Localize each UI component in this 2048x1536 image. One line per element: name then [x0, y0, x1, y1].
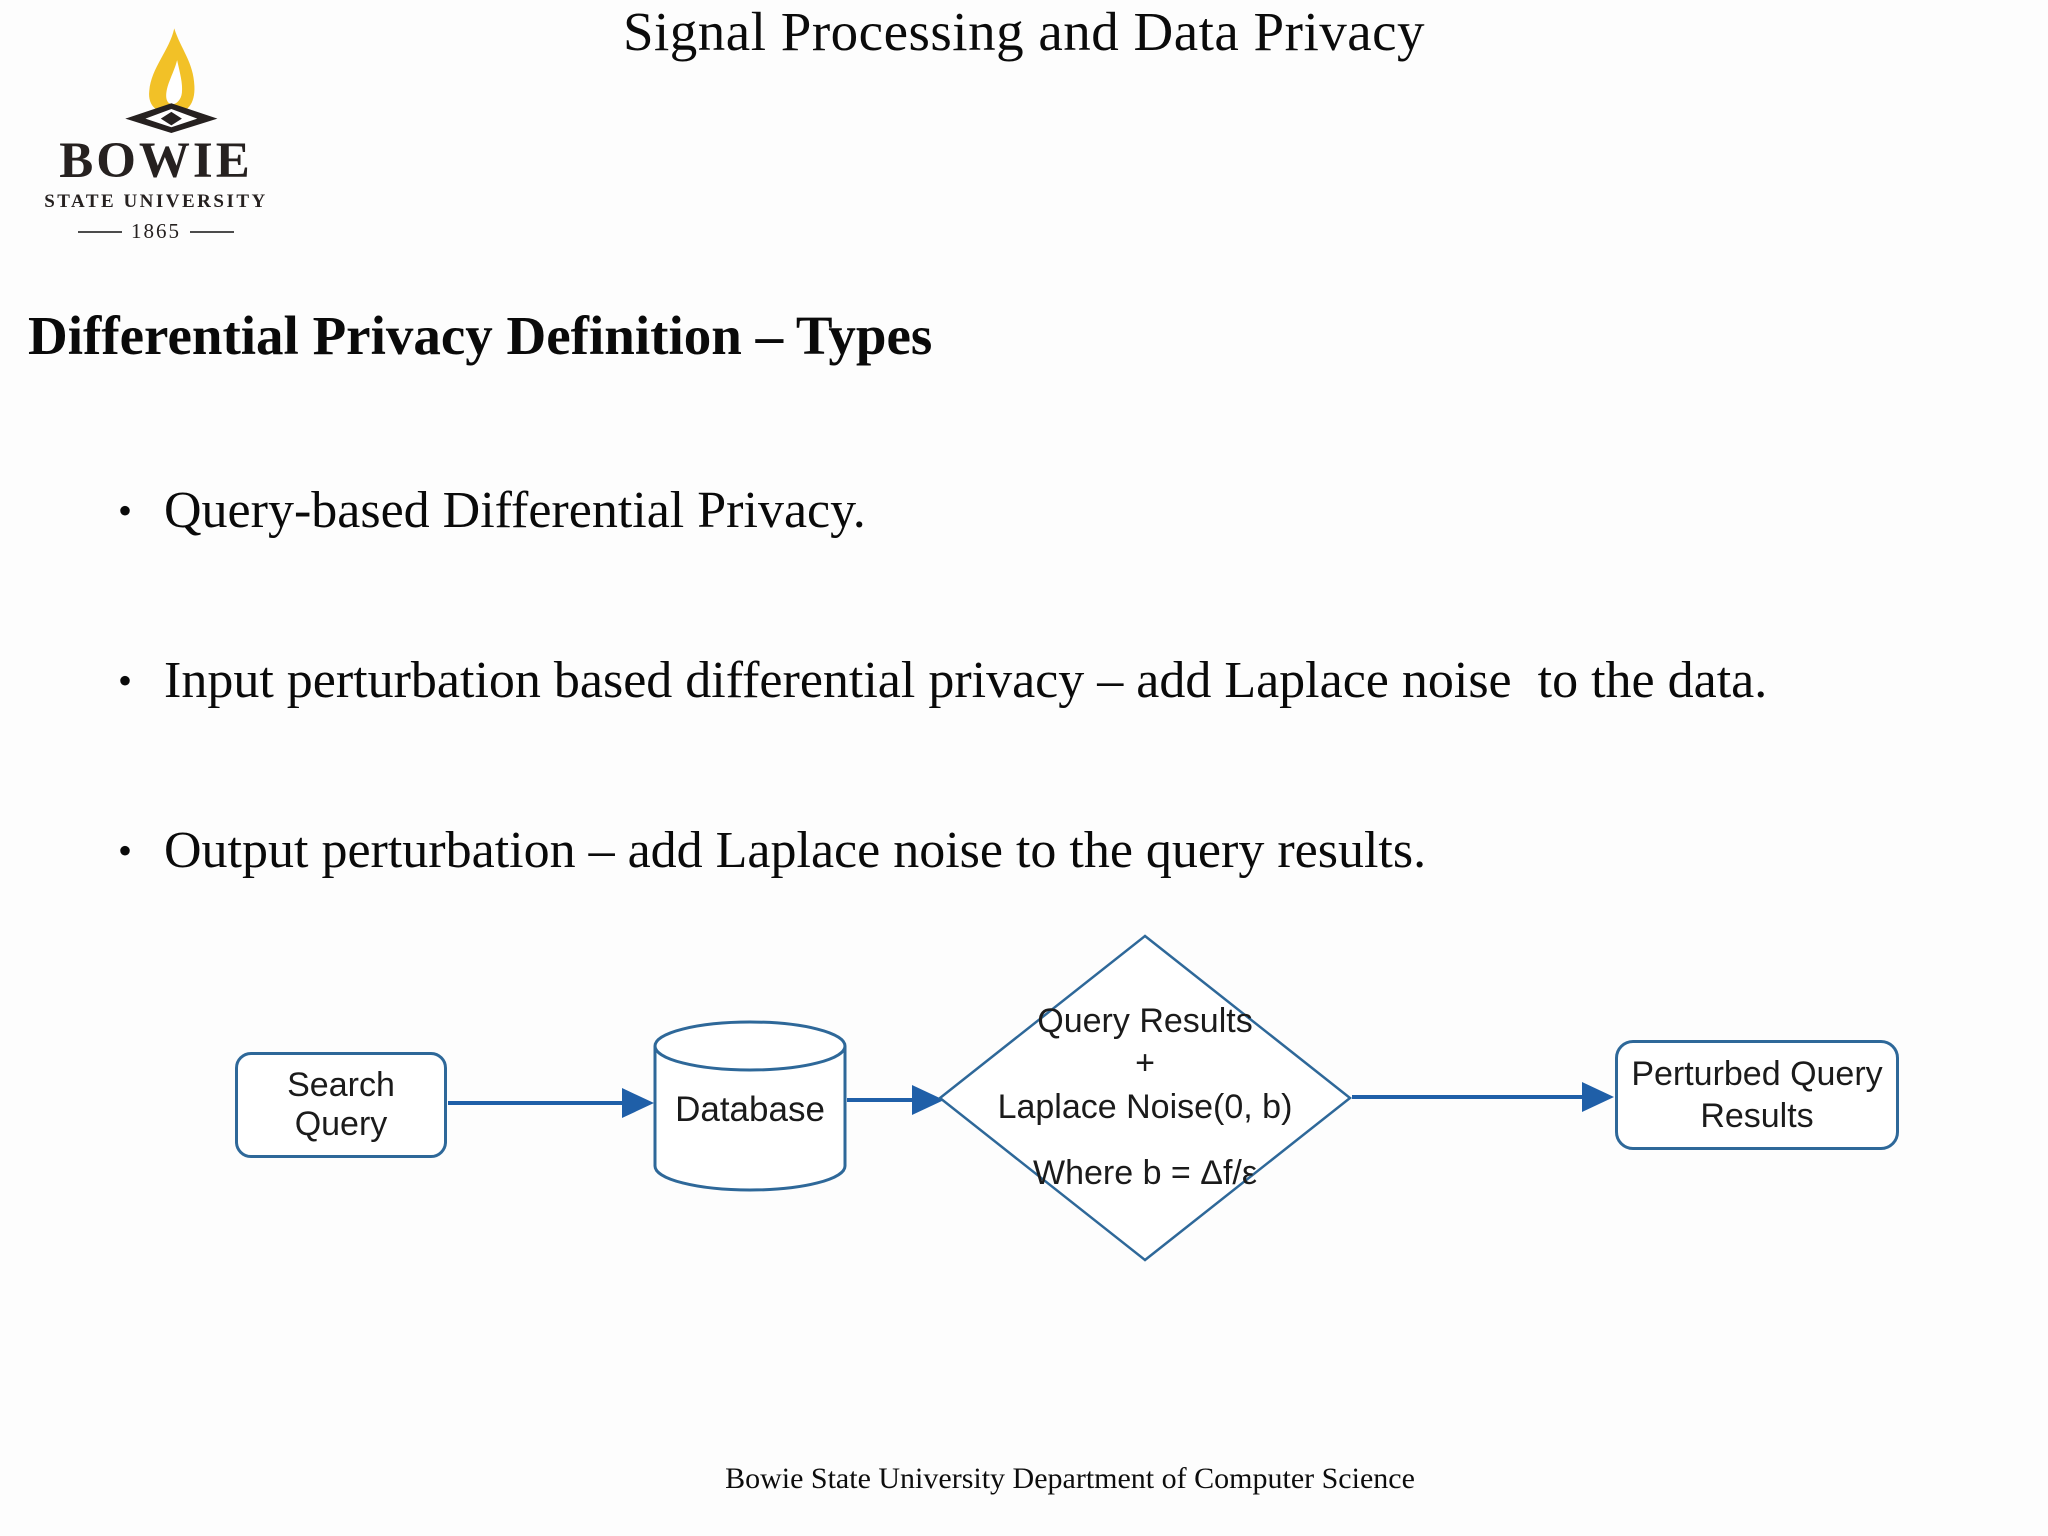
university-logo: BOWIE STATE UNIVERSITY 1865 — [40, 14, 272, 244]
diamond-line-plus: + — [1135, 1044, 1155, 1082]
footer-text: Bowie State University Department of Com… — [725, 1462, 1415, 1495]
database-cylinder-top — [653, 1020, 847, 1072]
search-query-node: Search Query — [235, 1052, 447, 1158]
logo-rule-left — [78, 230, 122, 233]
database-cylinder-body — [653, 1046, 847, 1192]
bullet-marker: • — [118, 488, 133, 533]
arrowhead-database-to-diamond — [912, 1085, 944, 1115]
bullet-text: Output perturbation – add Laplace noise … — [164, 822, 1427, 879]
bullet-item: • Output perturbation – add Laplace nois… — [118, 818, 1426, 884]
section-heading: Differential Privacy Definition – Types — [28, 305, 933, 366]
arrowhead-diamond-to-result — [1582, 1082, 1614, 1112]
database-label: Database — [675, 1090, 825, 1129]
bullet-marker: • — [118, 658, 133, 703]
flame-inner-highlight — [166, 60, 183, 105]
diamond-line-query-results: Query Results — [1037, 1002, 1253, 1040]
result-label-line1: Perturbed Query — [1631, 1055, 1883, 1093]
result-label-line2: Results — [1700, 1097, 1814, 1135]
bullet-marker: • — [118, 828, 133, 873]
diamond-line-where-b: Where b = Δf/ε — [1032, 1154, 1257, 1192]
logo-wordmark: BOWIE — [59, 133, 253, 189]
flame-shape — [149, 28, 195, 114]
torch-flame-icon — [125, 28, 218, 134]
slide-title: Signal Processing and Data Privacy — [622, 1, 1426, 62]
bullet-item: • Query-based Differential Privacy. — [118, 478, 866, 544]
bullet-text: Query-based Differential Privacy. — [164, 482, 866, 539]
logo-year: 1865 — [131, 219, 181, 243]
pedestal-center — [160, 111, 182, 126]
arrowhead-search-to-database — [622, 1088, 654, 1118]
bullet-item: • Input perturbation based differential … — [118, 648, 2018, 714]
logo-subtext: STATE UNIVERSITY — [44, 191, 268, 212]
laplace-diamond-shape — [937, 934, 1353, 1262]
logo-rule-right — [190, 230, 234, 233]
perturbed-query-results-node: Perturbed Query Results — [1615, 1040, 1899, 1150]
logo-year-row: 1865 — [40, 219, 272, 244]
diamond-line-laplace-noise: Laplace Noise(0, b) — [997, 1088, 1293, 1126]
bullet-text: Input perturbation based differential pr… — [164, 652, 1768, 709]
search-query-label: Search Query — [287, 1066, 395, 1143]
